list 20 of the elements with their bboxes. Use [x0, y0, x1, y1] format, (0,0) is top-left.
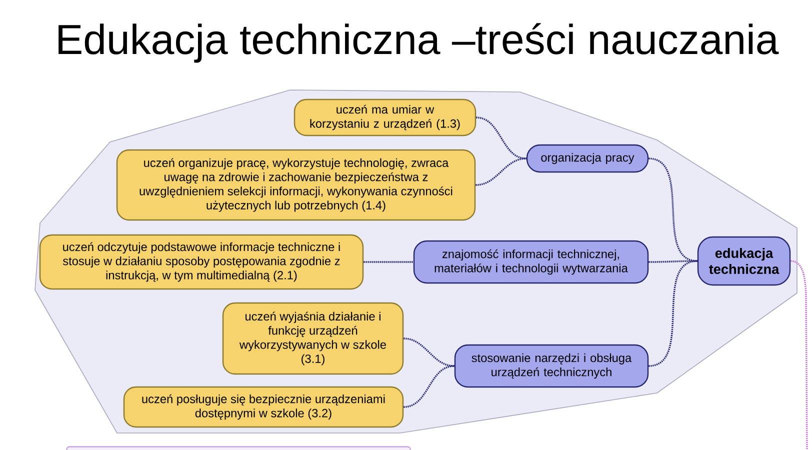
- outcome-box: uczeń ma umiar w korzystaniu z urządzeń (1.3): [294, 98, 476, 136]
- title: Edukacja techniczna –treści nauczania: [58, 23, 779, 63]
- connector: [790, 260, 808, 450]
- topic-box: stosowanie narzędzi i obsługa urządzeń technicznych: [454, 344, 649, 388]
- outcome-box: uczeń posługuje się bezpiecznie urządzeniami dostępnymi w szkole (3.2): [123, 386, 404, 428]
- connector: [648, 260, 698, 263]
- cut-off-box: [66, 446, 411, 450]
- topic-box: organizacja pracy: [526, 144, 649, 173]
- main-topic-box: edukacja techniczna: [697, 236, 791, 286]
- connector: [364, 261, 414, 263]
- connector: [648, 158, 698, 262]
- connector: [648, 260, 698, 367]
- outcome-box: uczeń odczytuje podstawowe informacje techniczne i stosuje w działaniu sposoby postępowania zgodnie z instrukcją, w tym multimedialną (2.1): [39, 234, 364, 290]
- connector: [404, 338, 454, 367]
- connector: [476, 116, 527, 160]
- topic-box: znajomość informacji technicznej, materiałów i technologii wytwarzania: [413, 240, 649, 284]
- connector: [403, 365, 455, 408]
- connector: [476, 158, 526, 186]
- outcome-box: uczeń organizuje pracę, wykorzystuje technologię, zwraca uwagę na zdrowie i zachowanie bezpieczeństwa z uwzględnieniem selekcji informacji, wykonywania czynności użytecznych lub potrzebnych (1.4): [116, 149, 476, 221]
- outcome-box: uczeń wyjaśnia działanie i funkcję urządzeń wykorzystywanych w szkole (3.1): [222, 302, 404, 375]
